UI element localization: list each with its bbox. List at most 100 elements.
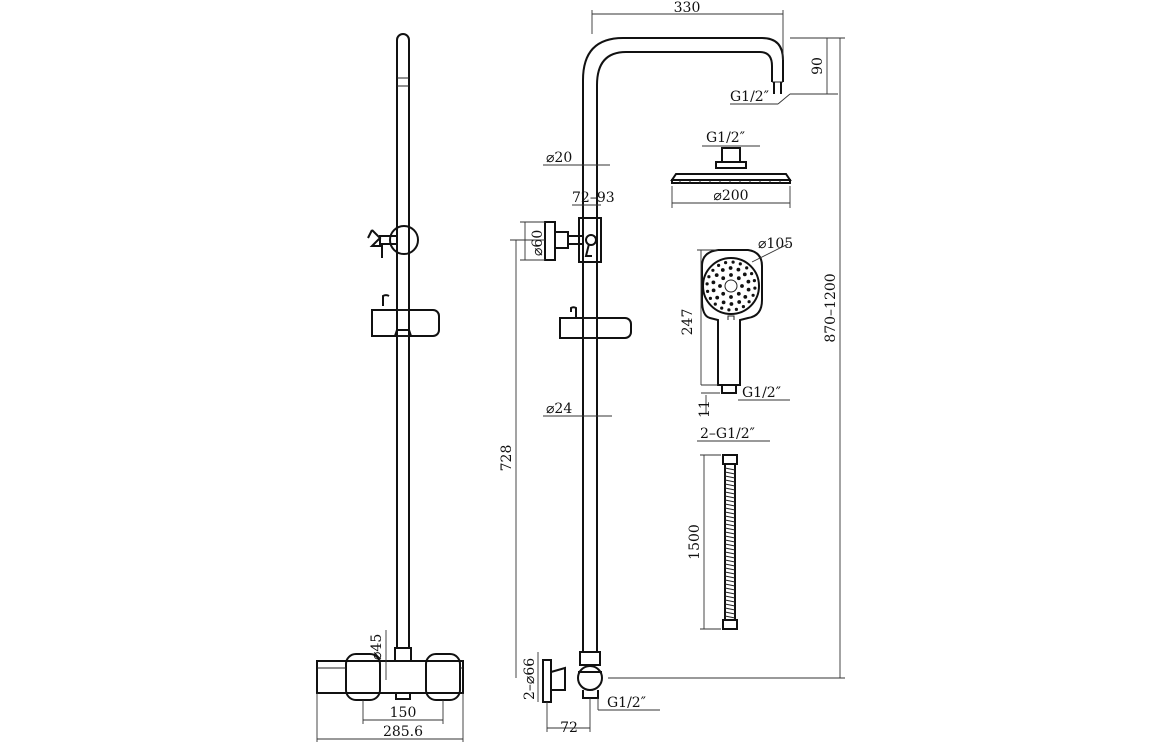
hose-ring xyxy=(724,487,736,491)
hose-ring xyxy=(724,559,736,563)
hose-ring xyxy=(724,527,736,531)
hose-ring xyxy=(724,571,736,575)
handset-spray-holes xyxy=(705,260,757,312)
hose-ring xyxy=(724,595,736,599)
spray-hole xyxy=(720,306,724,310)
hose-ring xyxy=(724,611,736,615)
arm-drop-label: 90 xyxy=(810,57,826,75)
hose-ring xyxy=(724,587,736,591)
hose-ring xyxy=(724,615,736,619)
hose-ring xyxy=(724,507,736,511)
spray-hole xyxy=(721,300,726,305)
spray-hole xyxy=(729,302,734,306)
riser-upper-diameter-label: ⌀20 xyxy=(546,150,572,166)
hose-ring xyxy=(724,599,736,603)
spray-hole xyxy=(745,266,749,270)
hose-ring xyxy=(724,603,736,607)
valve-outlet-thread-label: G1/2″ xyxy=(607,695,646,711)
handset-body xyxy=(701,249,763,386)
handset-diameter-label: ⌀105 xyxy=(758,236,793,252)
side-view: 330 90 G1/2″ ⌀20 72–93 ⌀60 ⌀24 728 2–⌀66 xyxy=(499,0,845,736)
hose-ring xyxy=(724,607,736,611)
spray-hole xyxy=(707,275,711,279)
spray-hole xyxy=(711,288,716,293)
spray-hole xyxy=(737,300,742,304)
hose-ring xyxy=(724,491,736,495)
front-coupling xyxy=(394,647,412,662)
spray-hole xyxy=(736,276,741,281)
diverter-range-label: 72–93 xyxy=(572,190,615,206)
front-diverter xyxy=(367,225,419,258)
spray-hole xyxy=(750,272,754,276)
handset-thread-length-label: 11 xyxy=(697,400,713,418)
spray-hole xyxy=(747,300,751,304)
spray-hole xyxy=(729,295,733,299)
spray-hole xyxy=(714,273,719,277)
hose-length-label: 1500 xyxy=(687,524,703,560)
hose-ring xyxy=(724,515,736,519)
spray-hole xyxy=(708,296,713,300)
riser-length-label: 728 xyxy=(499,445,515,472)
hose-ring xyxy=(724,579,736,583)
front-bar-valve xyxy=(316,653,464,701)
hose-ring xyxy=(724,539,736,543)
hose-connections-label: 2–G1/2″ xyxy=(700,426,755,442)
spray-hole xyxy=(721,276,726,281)
spray-hole xyxy=(736,291,741,296)
spray-hole xyxy=(721,291,726,296)
valve-body-diameter-label: ⌀45 xyxy=(369,634,385,660)
spray-hole xyxy=(742,272,747,277)
spray-hole xyxy=(753,286,757,290)
hose-ring xyxy=(724,575,736,579)
hose-ring xyxy=(724,495,736,499)
valve-centres-label: 150 xyxy=(390,705,417,721)
hose-ring xyxy=(724,535,736,539)
hose-ring xyxy=(724,543,736,547)
spray-hole xyxy=(711,280,716,285)
hose-ring xyxy=(724,547,736,551)
hose-ring xyxy=(724,531,736,535)
wall-plate-diameter-label: 2–⌀66 xyxy=(522,658,538,700)
handset-thread-label: G1/2″ xyxy=(742,385,781,401)
handset-length-label: 247 xyxy=(680,309,696,336)
hose-ring xyxy=(724,551,736,555)
overall-height-label: 870–1200 xyxy=(823,273,839,342)
arm-width-label: 330 xyxy=(674,0,701,16)
hose-ring xyxy=(724,467,736,471)
riser-lower-diameter-label: ⌀24 xyxy=(546,401,572,417)
spray-hole xyxy=(728,266,733,270)
spray-hole xyxy=(731,260,735,264)
hand-shower: 11 G1/2″ 247 ⌀105 xyxy=(680,236,793,418)
spray-hole xyxy=(727,308,731,312)
spray-hole xyxy=(711,268,715,272)
hose-ring xyxy=(724,483,736,487)
hose-ring xyxy=(724,471,736,475)
hose-ring xyxy=(724,519,736,523)
spray-hole xyxy=(743,295,748,299)
shower-hose: 2–G1/2″ 1500 xyxy=(687,426,770,630)
spray-hole xyxy=(738,262,742,266)
spray-hole xyxy=(706,289,710,293)
hose-rings xyxy=(724,467,736,619)
hose-ring xyxy=(724,563,736,567)
valve-width-label: 285.6 xyxy=(383,724,423,740)
spray-hole xyxy=(715,295,720,300)
head-diameter-label: ⌀200 xyxy=(713,188,748,204)
arm-outlet-thread-label: G1/2″ xyxy=(730,89,769,105)
hose-ring xyxy=(724,591,736,595)
spray-hole xyxy=(718,284,722,288)
spray-hole xyxy=(741,305,746,309)
head-inlet-thread-label: G1/2″ xyxy=(706,130,745,146)
side-riser-arm xyxy=(582,37,784,652)
overhead-shower-head: G1/2″ ⌀200 xyxy=(670,130,792,208)
spray-hole xyxy=(713,302,717,306)
spray-hole xyxy=(740,284,744,288)
spray-hole xyxy=(729,273,733,277)
spray-hole xyxy=(724,261,728,265)
spray-hole xyxy=(751,293,755,297)
hose-ring xyxy=(724,479,736,483)
hose-ring xyxy=(724,511,736,515)
spray-hole xyxy=(746,279,751,284)
spray-hole xyxy=(746,287,751,292)
